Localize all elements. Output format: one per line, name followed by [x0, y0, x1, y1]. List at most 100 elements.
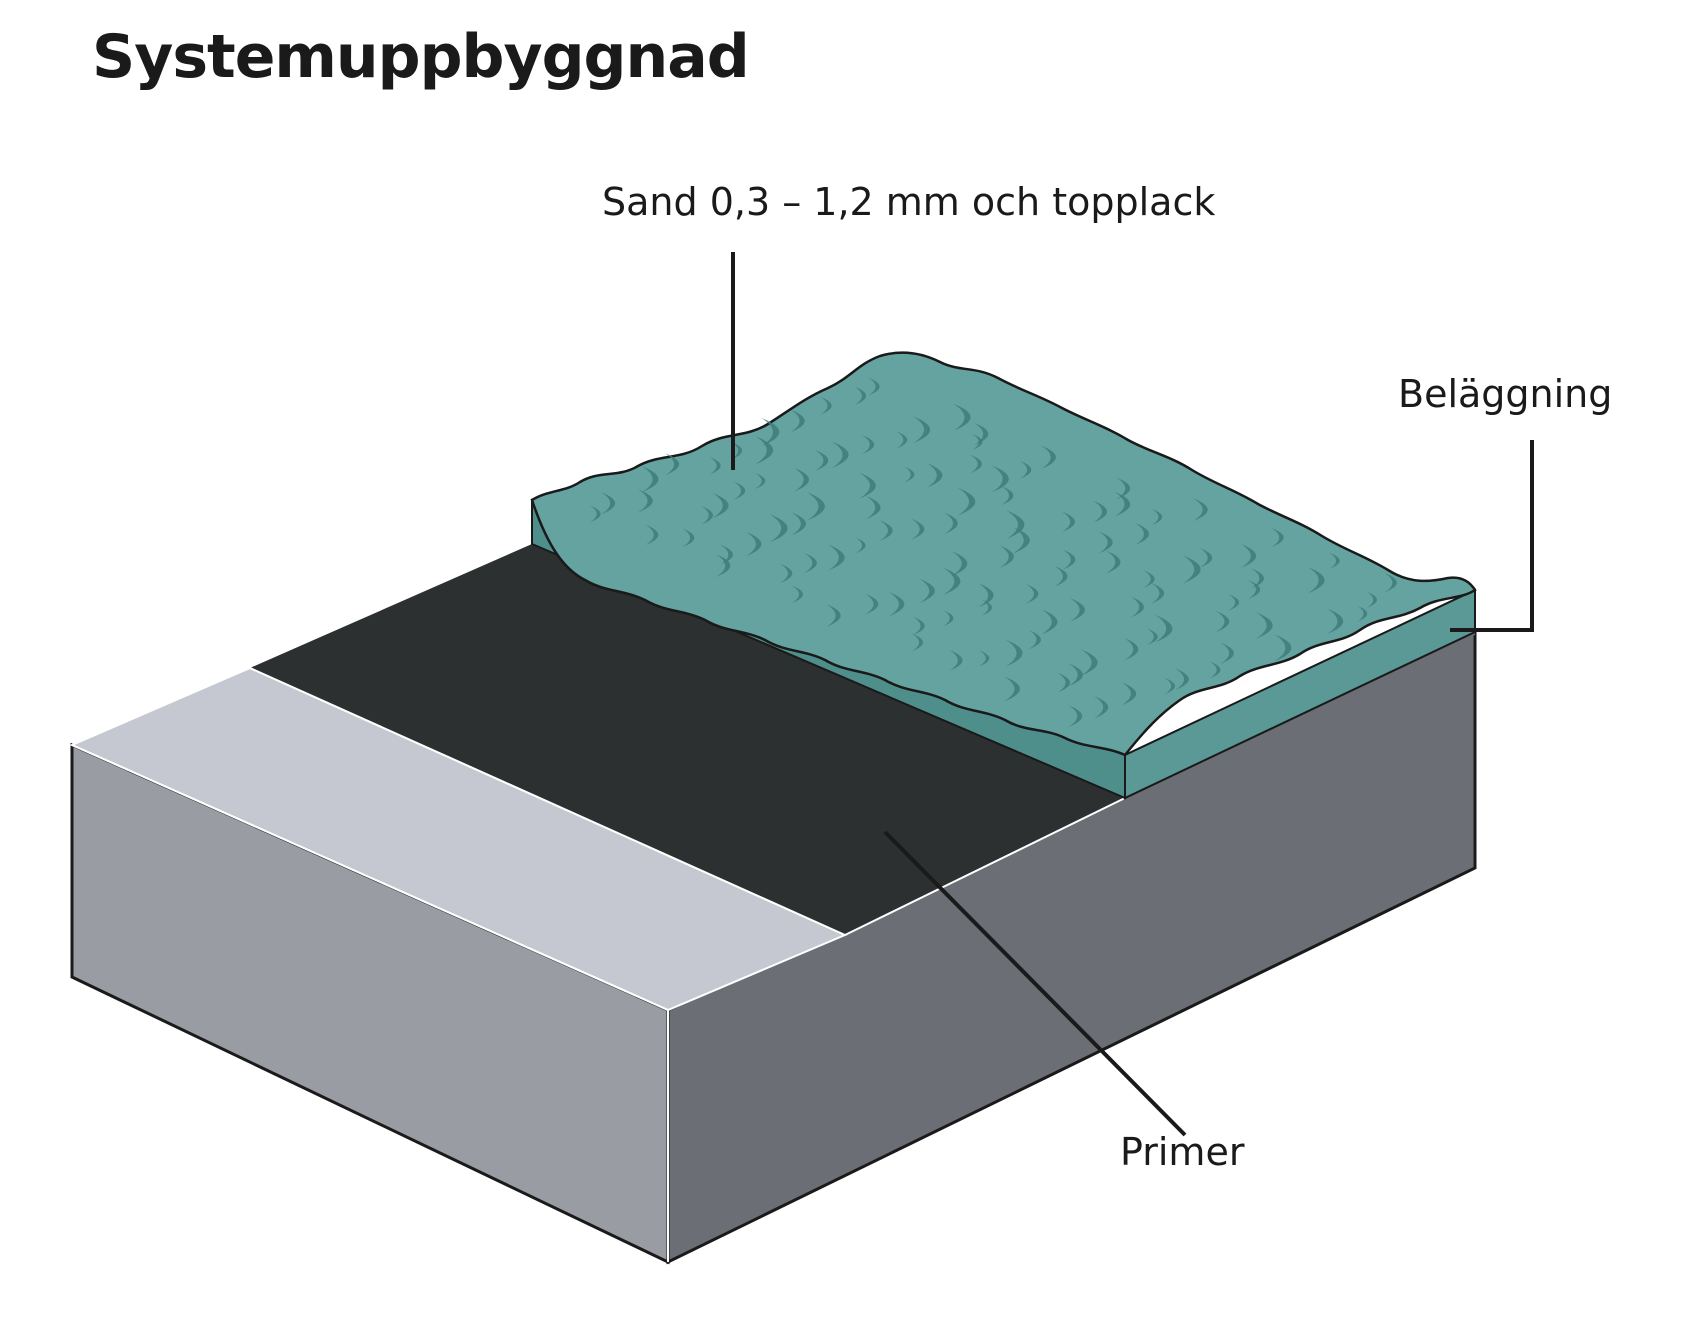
sand-grain-mark: [1006, 510, 1025, 539]
sand-grain-mark: [1013, 527, 1030, 554]
sand-grain-mark: [1025, 584, 1039, 604]
sand-grain-mark: [868, 377, 880, 396]
sand-grain-mark: [1164, 677, 1176, 695]
sand-grain-mark: [865, 496, 881, 520]
sand-grain-mark: [1147, 628, 1158, 646]
sand-grain-mark: [978, 583, 994, 608]
sand-grain-mark: [1005, 639, 1023, 667]
sand-grain-mark: [1366, 591, 1377, 608]
sand-grain-mark: [888, 592, 905, 617]
sand-grain-mark: [761, 418, 780, 447]
page-title: Systemuppbyggnad: [92, 22, 750, 92]
sand-grain-mark: [970, 454, 982, 474]
sand-grain-mark: [828, 544, 845, 571]
sand-grain-mark: [1041, 609, 1058, 635]
sand-grain-mark: [1384, 572, 1397, 593]
sand-grain-mark: [854, 386, 867, 406]
sand-grain-mark: [972, 434, 983, 450]
sand-grain-mark: [949, 649, 963, 671]
sand-grain-mark: [804, 552, 817, 574]
sand-grain-mark: [926, 463, 943, 488]
sand-grain-mark: [682, 528, 695, 548]
sand-grain-mark: [979, 650, 990, 667]
sand-grain-mark: [1116, 477, 1131, 500]
leader-line-belaggning: [1450, 440, 1534, 632]
sand-grain-mark: [1150, 582, 1165, 604]
sand-grain-mark: [1068, 663, 1083, 687]
sand-grain-mark: [1057, 672, 1071, 693]
sand-grain-mark: [755, 436, 774, 465]
sand-grain-mark: [991, 465, 1009, 493]
sand-grain-mark: [957, 487, 976, 516]
sand-grain-mark: [1251, 568, 1264, 589]
sand-grain-mark: [912, 633, 924, 652]
sand-grain-mark: [1175, 668, 1189, 690]
sand-grain-mark: [1327, 608, 1344, 634]
sand-grain-mark: [981, 599, 993, 616]
sand-grain-mark: [1054, 566, 1068, 587]
sand-grain-mark: [790, 409, 805, 433]
sand-grain-mark: [791, 585, 803, 603]
label-primer: Primer: [1120, 1130, 1245, 1174]
sand-grain-mark: [1098, 531, 1113, 554]
slab-front-top-edge: [71, 744, 669, 1011]
sand-grain-mark: [733, 481, 746, 500]
sand-grain-mark: [1329, 552, 1340, 569]
primer-edge-line: [249, 667, 846, 936]
sand-grain-mark: [943, 567, 961, 595]
sand-grain-mark: [755, 472, 766, 489]
sand-grain-mark: [791, 512, 807, 536]
sand-grain-mark: [814, 449, 829, 472]
sand-grain-mark: [919, 578, 935, 604]
sand-grain-mark: [642, 466, 659, 493]
sand-grain-mark: [1228, 594, 1239, 611]
sand-grain-mark: [712, 492, 729, 519]
sand-grain-mark: [1028, 630, 1041, 650]
sand-grain-mark: [720, 544, 733, 565]
coating-texture: [589, 377, 1397, 728]
sand-grain-mark: [1121, 682, 1137, 706]
sand-grain-mark: [1209, 661, 1221, 679]
sand-grain-mark: [1182, 555, 1201, 584]
sand-grain-mark: [589, 505, 601, 523]
leader-line-primer: [883, 830, 1187, 1137]
sand-grain-mark: [709, 456, 721, 475]
label-coating: Beläggning: [1398, 372, 1613, 416]
sand-grain-mark: [1105, 550, 1121, 574]
sand-grain-mark: [973, 422, 989, 446]
sand-grain-mark: [638, 489, 653, 513]
sand-grain-mark: [999, 545, 1014, 568]
sand-grain-mark: [1220, 642, 1234, 664]
sand-grain-mark: [951, 551, 968, 576]
sand-grain-mark: [1357, 605, 1368, 622]
label-sand-topcoat: Sand 0,3 – 1,2 mm och topplack: [602, 180, 1216, 224]
sand-grain-mark: [1271, 528, 1284, 548]
sand-grain-mark: [1004, 676, 1021, 702]
sand-grain-mark: [944, 512, 958, 534]
sand-grain-mark: [864, 593, 879, 615]
sand-grain-mark: [793, 467, 810, 492]
sand-grain-mark: [665, 453, 680, 476]
sand-grain-mark: [1124, 638, 1139, 661]
sand-grain-mark: [1114, 491, 1131, 517]
sand-grain-mark: [831, 441, 849, 468]
sand-grain-mark: [780, 563, 793, 583]
sand-grain-mark: [953, 403, 971, 431]
sand-grain-mark: [913, 416, 931, 444]
sand-grain-mark: [730, 441, 743, 460]
sand-grain-mark: [862, 435, 875, 454]
sand-grain-mark: [769, 514, 788, 543]
sand-grain-mark: [855, 537, 866, 554]
sand-grain-mark: [1274, 634, 1292, 662]
sand-grain-mark: [1215, 610, 1230, 633]
sand-grain-mark: [820, 396, 832, 415]
sand-grain-mark: [1061, 511, 1075, 533]
sand-grain-mark: [645, 524, 659, 545]
sand-grain-mark: [1019, 460, 1032, 479]
concrete-top-edge: [844, 797, 1126, 936]
sand-grain-mark: [1151, 508, 1163, 526]
sand-grain-mark: [1130, 596, 1144, 618]
sand-grain-mark: [896, 431, 908, 449]
